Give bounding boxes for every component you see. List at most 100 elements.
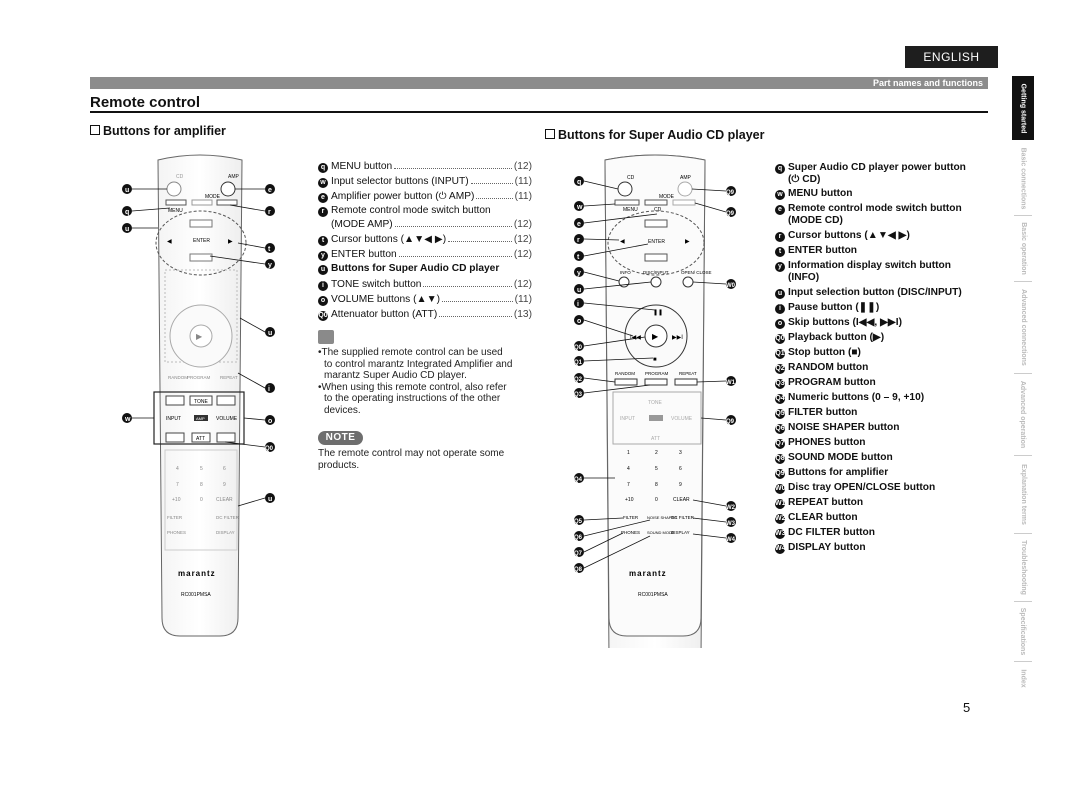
- svg-text:PROGRAM: PROGRAM: [645, 371, 669, 376]
- side-tab-specifications[interactable]: Specifications: [1019, 607, 1027, 655]
- svg-text:CD: CD: [654, 207, 662, 213]
- svg-text:9: 9: [223, 482, 226, 488]
- svg-text:r: r: [268, 209, 271, 216]
- svg-text:Q5: Q5: [574, 519, 583, 525]
- callout-number-icon: u: [775, 289, 785, 299]
- amplifier-section-label: Buttons for amplifier: [103, 124, 226, 138]
- svg-text:TONE: TONE: [648, 400, 662, 406]
- list-item-continued: (MODE AMP)(12): [331, 219, 532, 230]
- callout-number-icon: Q3: [775, 379, 785, 389]
- svg-text:0: 0: [200, 497, 203, 503]
- svg-text:❚❚: ❚❚: [653, 309, 663, 316]
- sacd-section-label: Buttons for Super Audio CD player: [558, 128, 765, 142]
- svg-text:6: 6: [223, 466, 226, 472]
- svg-text:e: e: [577, 221, 581, 228]
- svg-text:Q6: Q6: [574, 535, 583, 541]
- checkbox-icon: [545, 129, 555, 139]
- header-bar: [90, 77, 988, 89]
- side-tab-advanced-connections[interactable]: Advanced connections: [1019, 288, 1027, 366]
- repeat-label: REPEAT: [220, 375, 238, 380]
- callout-number-icon: q: [775, 164, 785, 174]
- callout-number-icon: i: [318, 281, 328, 291]
- svg-text:t: t: [577, 254, 580, 261]
- svg-text:AMP: AMP: [680, 175, 692, 181]
- list-item-continued: (MODE CD): [788, 215, 843, 226]
- svg-text:7: 7: [176, 482, 179, 488]
- callout-number-icon: Q7: [775, 439, 785, 449]
- callout-number-icon: Q2: [775, 364, 785, 374]
- callout-number-icon: w: [318, 178, 328, 188]
- callout-number-icon: r: [775, 232, 785, 242]
- random-label: RANDOM: [168, 375, 188, 380]
- svg-text:w: w: [124, 416, 131, 423]
- brand-logo: marantz: [629, 569, 667, 578]
- svg-text:5: 5: [655, 466, 658, 472]
- svg-text:w: w: [576, 204, 583, 211]
- side-tab-troubleshooting[interactable]: Troubleshooting: [1019, 539, 1027, 595]
- title-rule: [90, 111, 988, 113]
- section-name: Part names and functions: [872, 78, 983, 88]
- callout-number-icon: Q4: [775, 394, 785, 404]
- svg-text:u: u: [125, 187, 129, 194]
- svg-text:DC FILTER: DC FILTER: [671, 515, 695, 520]
- callout-number-icon: o: [318, 296, 328, 306]
- svg-text:SOUND MODE: SOUND MODE: [647, 530, 675, 535]
- att-label: ATT: [196, 436, 205, 442]
- svg-text:▶: ▶: [196, 332, 203, 341]
- svg-text:9: 9: [679, 482, 682, 488]
- svg-text:▶: ▶: [228, 239, 233, 245]
- svg-text:INPUT: INPUT: [620, 416, 635, 422]
- callout-number-icon: Q6: [775, 424, 785, 434]
- callout-number-icon: q: [318, 163, 328, 173]
- sacd-remote-diagram: CD AMP MENU MODE CD ◀▶ ENTER INFO DISC/I…: [574, 154, 736, 648]
- side-tab-index[interactable]: Index: [1019, 668, 1027, 688]
- svg-text:y: y: [268, 262, 272, 269]
- callout-number-icon: Q9: [775, 469, 785, 479]
- callout-number-icon: t: [318, 236, 328, 246]
- svg-text:2: 2: [655, 450, 658, 456]
- callout-number-icon: w: [775, 190, 785, 200]
- side-tab-explanation-terms[interactable]: Explanation terms: [1019, 463, 1027, 525]
- callout-number-icon: Q0: [318, 311, 328, 321]
- svg-text:7: 7: [627, 482, 630, 488]
- svg-text:Q9: Q9: [726, 190, 735, 196]
- svg-text:DC FILTER: DC FILTER: [216, 515, 240, 520]
- amplifier-section-heading: Buttons for amplifier: [90, 124, 226, 138]
- svg-text:W0: W0: [726, 283, 736, 289]
- svg-text:u: u: [125, 226, 129, 233]
- svg-text:INFO: INFO: [620, 270, 631, 275]
- list-item-continued: (⏻ CD): [788, 174, 821, 185]
- svg-text:RANDOM: RANDOM: [615, 371, 635, 376]
- svg-text:CD: CD: [627, 175, 635, 181]
- svg-text:o: o: [268, 418, 272, 425]
- svg-text:u: u: [268, 496, 272, 503]
- page-number: 5: [963, 700, 971, 715]
- remote-usage-notes: •The supplied remote control can be used…: [318, 347, 513, 416]
- svg-text:▶: ▶: [685, 239, 690, 245]
- svg-text:i: i: [577, 301, 579, 308]
- side-tab-basic-connections[interactable]: Basic connections: [1019, 147, 1027, 209]
- callout-number-icon: y: [775, 262, 785, 272]
- side-tab-basic-operation[interactable]: Basic operation: [1019, 221, 1027, 275]
- side-tab-advanced-operation[interactable]: Advanced operation: [1019, 380, 1027, 448]
- callout-number-icon: Q8: [775, 454, 785, 464]
- callout-number-icon: W3: [775, 529, 786, 539]
- svg-text:◀: ◀: [620, 239, 625, 245]
- tone-label: TONE: [194, 399, 208, 405]
- amp-label: AMP: [228, 174, 240, 180]
- side-tab-getting-started[interactable]: Getting started: [1012, 76, 1034, 140]
